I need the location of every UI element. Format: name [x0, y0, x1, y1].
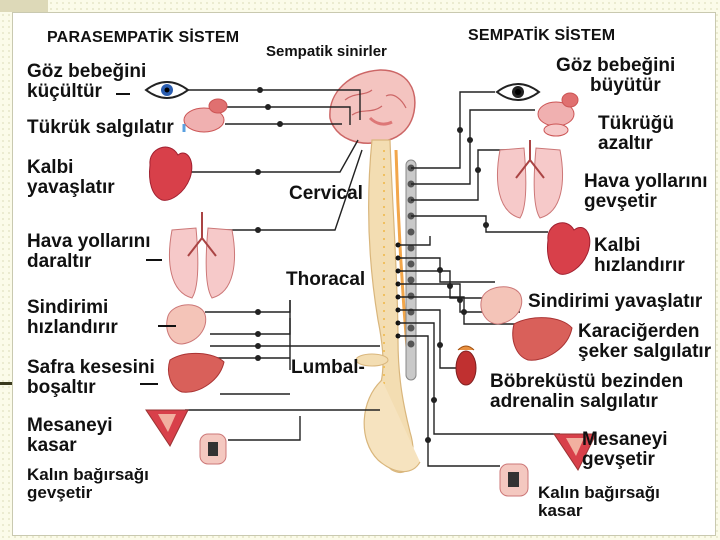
symp-label-saliva: Tükrüğü azaltır — [598, 114, 674, 154]
stomach-right-illustration — [480, 286, 523, 325]
region-thoracal-label: Thoracal — [286, 269, 366, 290]
para-label-bladder: Mesaneyi kasar — [27, 416, 113, 456]
para-label-eye-line1: Göz bebeğini — [27, 61, 147, 82]
symp-label-liver-line1: Karaciğerden — [578, 321, 700, 342]
symp-label-bladder-line2: gevşetir — [582, 448, 655, 470]
spinal-column — [355, 139, 421, 473]
symp-label-bladder-line1: Mesaneyi — [582, 429, 668, 450]
heart-left-illustration — [149, 146, 193, 201]
parasympathetic-nerves — [185, 89, 380, 441]
para-label-colon: Kalın bağırsağı gevşetir — [27, 466, 149, 502]
symp-label-airways: Hava yollarını gevşetir — [584, 172, 708, 212]
colon-left-illustration — [199, 433, 227, 465]
para-label-bladder-line2: kasar — [27, 434, 77, 456]
para-label-saliva-line1: Tükrük salgılatır — [27, 117, 174, 138]
eye-right-illustration — [495, 83, 541, 101]
para-label-eye-line2: küçültür — [27, 80, 102, 102]
symp-label-saliva-line2: azaltır — [598, 132, 653, 154]
bladder-right-illustration — [553, 433, 597, 471]
para-label-gallbladder: Safra kesesini boşaltır — [27, 358, 155, 398]
para-label-airways-line1: Hava yollarını — [27, 231, 151, 252]
eye-left-illustration — [144, 81, 190, 99]
sympathetic-header: SEMPATİK SİSTEM — [468, 27, 616, 44]
slide-accent-line — [0, 382, 14, 385]
symp-label-adrenal-line2: adrenalin salgılatır — [490, 390, 658, 412]
symp-label-colon-line2: kasar — [538, 500, 583, 520]
label-pointers — [116, 93, 176, 385]
heart-right-illustration — [547, 222, 591, 275]
symp-label-saliva-line1: Tükrüğü — [598, 113, 674, 134]
symp-label-eye: Göz bebeğini büyütür — [556, 56, 675, 96]
symp-label-liver-line2: şeker salgılatır — [578, 340, 712, 362]
para-label-heart-line1: Kalbi — [27, 157, 74, 178]
symp-label-colon-line1: Kalın bağırsağı — [538, 483, 660, 502]
para-label-colon-line1: Kalın bağırsağı — [27, 465, 149, 484]
para-label-heart: Kalbi yavaşlatır — [27, 158, 115, 198]
symp-label-heart: Kalbi hızlandırır — [594, 236, 685, 276]
bladder-left-illustration — [145, 409, 189, 447]
liver-left-illustration — [168, 353, 225, 393]
symp-label-eye-line2: büyütür — [590, 74, 661, 96]
para-label-gallbladder-line1: Safra kesesini — [27, 357, 155, 378]
symp-label-eye-line1: Göz bebeğini — [556, 55, 676, 76]
parasympathetic-ganglia — [255, 87, 283, 361]
adrenal-kidney-right-illustration — [455, 345, 477, 386]
symp-label-airways-line2: gevşetir — [584, 190, 657, 212]
symp-label-adrenal: Böbreküstü bezinden adrenalin salgılatır — [490, 372, 683, 412]
lungs-right-illustration — [497, 140, 563, 219]
colon-right-illustration — [499, 463, 529, 497]
slide-accent-bar — [0, 0, 48, 12]
para-label-airways: Hava yollarını daraltır — [27, 232, 151, 272]
para-label-digestion-line2: hızlandırır — [27, 316, 118, 338]
salivary-gland-left-illustration — [182, 98, 228, 133]
symp-label-heart-line1: Kalbi — [594, 235, 641, 256]
para-label-digestion-line1: Sindirimi — [27, 297, 109, 318]
sympathetic-ganglia — [425, 127, 489, 443]
stomach-left-illustration — [166, 304, 207, 345]
para-label-saliva: Tükrük salgılatır — [27, 118, 174, 138]
para-label-bladder-line1: Mesaneyi — [27, 415, 113, 436]
lungs-left-illustration — [169, 212, 235, 299]
salivary-gland-right-illustration — [537, 92, 579, 137]
symp-label-airways-line1: Hava yollarını — [584, 171, 708, 192]
region-lumbal-label: Lumbal- — [291, 357, 365, 378]
symp-label-colon: Kalın bağırsağı kasar — [538, 484, 660, 520]
para-label-airways-line2: daraltır — [27, 250, 92, 272]
para-label-heart-line2: yavaşlatır — [27, 176, 115, 198]
para-label-digestion: Sindirimi hızlandırır — [27, 298, 118, 338]
symp-label-digestion-line1: Sindirimi yavaşlatır — [528, 291, 703, 312]
symp-label-bladder: Mesaneyi gevşetir — [582, 430, 668, 470]
liver-right-illustration — [512, 317, 573, 361]
symp-label-liver: Karaciğerden şeker salgılatır — [578, 322, 711, 362]
para-label-eye: Göz bebeğini küçültür — [27, 62, 146, 102]
symp-label-adrenal-line1: Böbreküstü bezinden — [490, 371, 684, 392]
sympathetic-nerves-label: Sempatik sinirler — [266, 43, 387, 60]
symp-label-digestion: Sindirimi yavaşlatır — [528, 292, 702, 312]
para-label-colon-line2: gevşetir — [27, 482, 93, 502]
parasympathetic-header: PARASEMPATİK SİSTEM — [47, 29, 240, 46]
para-label-gallbladder-line2: boşaltır — [27, 376, 96, 398]
region-cervical-label: Cervical — [289, 183, 363, 204]
symp-label-heart-line2: hızlandırır — [594, 254, 685, 276]
